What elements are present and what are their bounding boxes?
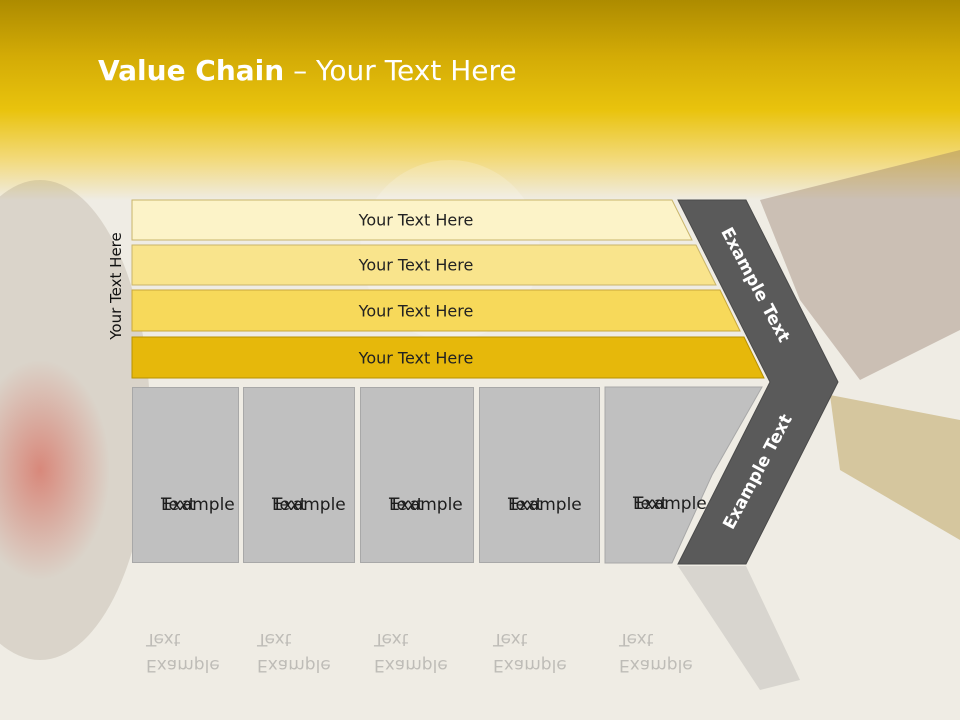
card-line1: Example	[272, 495, 346, 515]
card-line2: Text	[272, 495, 307, 515]
title-rest: – Your Text Here	[284, 54, 517, 87]
card-line2: Text	[389, 495, 424, 515]
bar-label: Your Text Here	[358, 348, 474, 367]
card-line1: Example	[389, 495, 463, 515]
card-line2: Text	[508, 495, 543, 515]
card-line2: Text	[161, 495, 196, 515]
value-bar-2: Your Text Here	[132, 245, 716, 285]
card-line1: Example	[508, 495, 582, 515]
bar-shape	[131, 289, 741, 332]
chevron-reflection	[678, 566, 800, 690]
page-title: Value Chain – Your Text Here	[98, 54, 517, 87]
value-bar-3: Your Text Here	[132, 290, 740, 331]
card-line1: Example	[633, 494, 707, 514]
bar-label: Your Text Here	[358, 255, 474, 275]
bar-shape	[131, 199, 693, 241]
title-bold: Value Chain	[98, 54, 285, 87]
bar-label: Your Text Here	[358, 210, 474, 230]
bar-shape	[131, 244, 717, 286]
bar-shape	[131, 336, 765, 379]
value-bar-1: Your Text Here	[132, 200, 692, 240]
chevron-shape	[677, 199, 839, 565]
bar-label: Your Text Here	[358, 301, 474, 320]
header-band	[0, 0, 960, 200]
card-5-shape	[604, 386, 763, 564]
card-line1: Example	[161, 495, 235, 515]
card-line2: Text	[633, 494, 668, 514]
value-bar-4: Your Text Here	[132, 337, 764, 378]
